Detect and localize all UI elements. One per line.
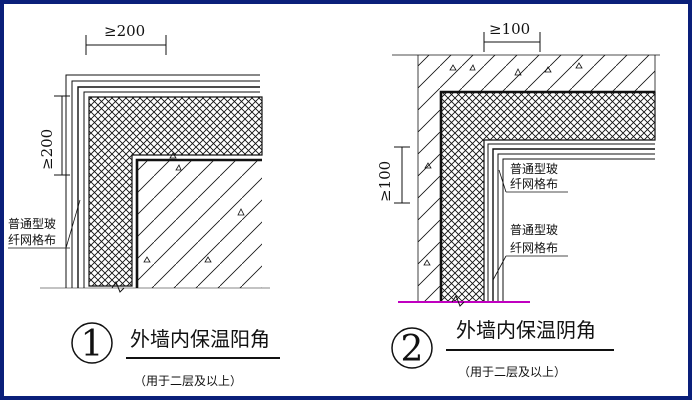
detail-2-top-dimension: ≥100 bbox=[483, 20, 541, 52]
detail-2-mesh-callout-1: 普通型玻 纤网格布 bbox=[498, 162, 568, 193]
detail-1-outer-corner: ≥200 ≥200 bbox=[8, 22, 280, 388]
detail-1-mesh-callout: 普通型玻 纤网格布 bbox=[8, 199, 81, 249]
detail-1-side-dimension-label: ≥200 bbox=[38, 129, 56, 170]
detail-2-number: 2 bbox=[401, 329, 424, 370]
detail-2-wall bbox=[418, 55, 655, 302]
detail-2-caption: 2 外墙内保温阴角 （用于二层及以上） bbox=[391, 318, 614, 379]
detail-1-number-circle bbox=[71, 322, 113, 364]
detail-2-number-circle bbox=[391, 327, 433, 369]
detail-2-mesh-callout-2: 普通型玻 纤网格布 bbox=[492, 223, 568, 281]
detail-2-title: 外墙内保温阴角 bbox=[456, 318, 596, 342]
detail-1-note: （用于二层及以上） bbox=[134, 374, 242, 388]
detail-1-wall bbox=[137, 160, 262, 288]
detail-2-callout1-line1: 普通型玻 bbox=[510, 162, 558, 176]
detail-2-callout1-line2: 纤网格布 bbox=[510, 176, 558, 191]
detail-2-note: （用于二层及以上） bbox=[458, 365, 566, 379]
detail-2-side-dimension-label: ≥100 bbox=[376, 161, 394, 202]
detail-1-caption: 1 外墙内保温阳角 （用于二层及以上） bbox=[71, 322, 280, 388]
detail-2-insulation bbox=[440, 91, 656, 303]
detail-1-number: 1 bbox=[81, 324, 104, 365]
detail-2-inner-corner: ≥100 ≥100 bbox=[376, 20, 660, 379]
detail-2-top-dimension-label: ≥100 bbox=[489, 20, 530, 38]
detail-1-title: 外墙内保温阳角 bbox=[130, 327, 270, 351]
detail-2-callout2-line1: 普通型玻 bbox=[510, 223, 558, 237]
detail-1-callout-line2: 纤网格布 bbox=[8, 232, 56, 247]
detail-2-callout2-line2: 纤网格布 bbox=[510, 240, 558, 255]
detail-2-side-dimension: ≥100 bbox=[376, 146, 410, 204]
detail-1-callout-line1: 普通型玻 bbox=[8, 217, 56, 231]
detail-1-side-dimension: ≥200 bbox=[38, 95, 70, 176]
detail-1-insulation bbox=[88, 96, 263, 287]
detail-1-top-dimension: ≥200 bbox=[85, 22, 167, 55]
detail-1-top-dimension-label: ≥200 bbox=[104, 22, 145, 40]
